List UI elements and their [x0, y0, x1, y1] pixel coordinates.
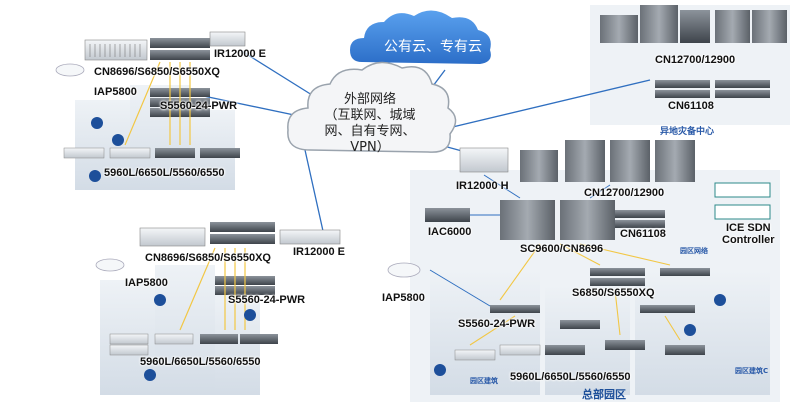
hq-tor-label: CN61108 [620, 228, 666, 240]
branch-top-icons [89, 117, 124, 182]
external-cloud-line: （互联网、城域 [324, 108, 416, 123]
hq-access-label: S5560-24-PWR [458, 318, 536, 330]
branch-top-ap-label: IAP5800 [94, 86, 137, 98]
branch-top-access-label: S5560-24-PWR [160, 100, 238, 112]
hq-sdn-line: Controller [722, 234, 775, 246]
hq-iac-label: IAC6000 [428, 226, 472, 238]
hq-devices [387, 140, 771, 361]
branch-top-router-label: IR12000 E [214, 48, 266, 60]
branch-bottom-edge-label: 5960L/6650L/5560/6550 [140, 356, 261, 368]
external-cloud-line: 外部网络 [343, 92, 396, 107]
branch-bottom-access-label: S5560-24-PWR [228, 294, 306, 306]
hq-edge-label: 5960L/6650L/5560/6550 [510, 371, 631, 383]
hq-bldg-left: 园区建筑 [470, 377, 498, 385]
hq-campus-core-label: SC9600/CN8696 [520, 243, 604, 255]
branch-top-core-label: CN8696/S6850/S6550XQ [94, 66, 220, 78]
branch-bottom-core-label: CN8696/S6850/S6550XQ [145, 252, 271, 264]
hq-sdn-label: ICE SDN Controller [722, 222, 775, 246]
remote-dc-core-label: CN12700/12900 [655, 54, 736, 66]
hq-campus-caption: 总部园区 [582, 388, 626, 401]
hq-bldg-mid: 园区网络 [680, 247, 708, 255]
branch-top-edge-label: 5960L/6650L/5560/6550 [104, 167, 225, 179]
branch-top-links [124, 61, 191, 146]
hq-bldg-right: 园区建筑C [735, 367, 769, 375]
external-cloud [287, 61, 457, 153]
hq-dc-core-label: CN12700/12900 [584, 187, 665, 199]
public-cloud [350, 10, 491, 64]
remote-dc-caption: 异地灾备中心 [660, 127, 715, 137]
hq-icons [434, 294, 726, 376]
hq-agg-label: S6850/S6550XQ [572, 287, 655, 299]
hq-sdn-line: ICE SDN [725, 222, 771, 234]
external-cloud-line: VPN） [350, 140, 390, 155]
hq-ap-label: IAP5800 [382, 292, 425, 304]
branch-bottom-ap-label: IAP5800 [125, 277, 168, 289]
branch-bottom-icons [144, 294, 256, 381]
remote-dc-devices [600, 5, 787, 98]
external-cloud-text: 外部网络 （互联网、城域 网、自有专网、 VPN） [300, 92, 440, 156]
public-cloud-label: 公有云、专有云 [384, 39, 482, 55]
remote-dc-tor-label: CN61108 [668, 100, 714, 112]
external-cloud-line: 网、自有专网、 [324, 124, 416, 139]
hq-router-label: IR12000 H [456, 180, 509, 192]
branch-bottom-router-label: IR12000 E [293, 246, 345, 258]
hq-links [469, 243, 681, 346]
hq-links-blue [429, 174, 611, 307]
